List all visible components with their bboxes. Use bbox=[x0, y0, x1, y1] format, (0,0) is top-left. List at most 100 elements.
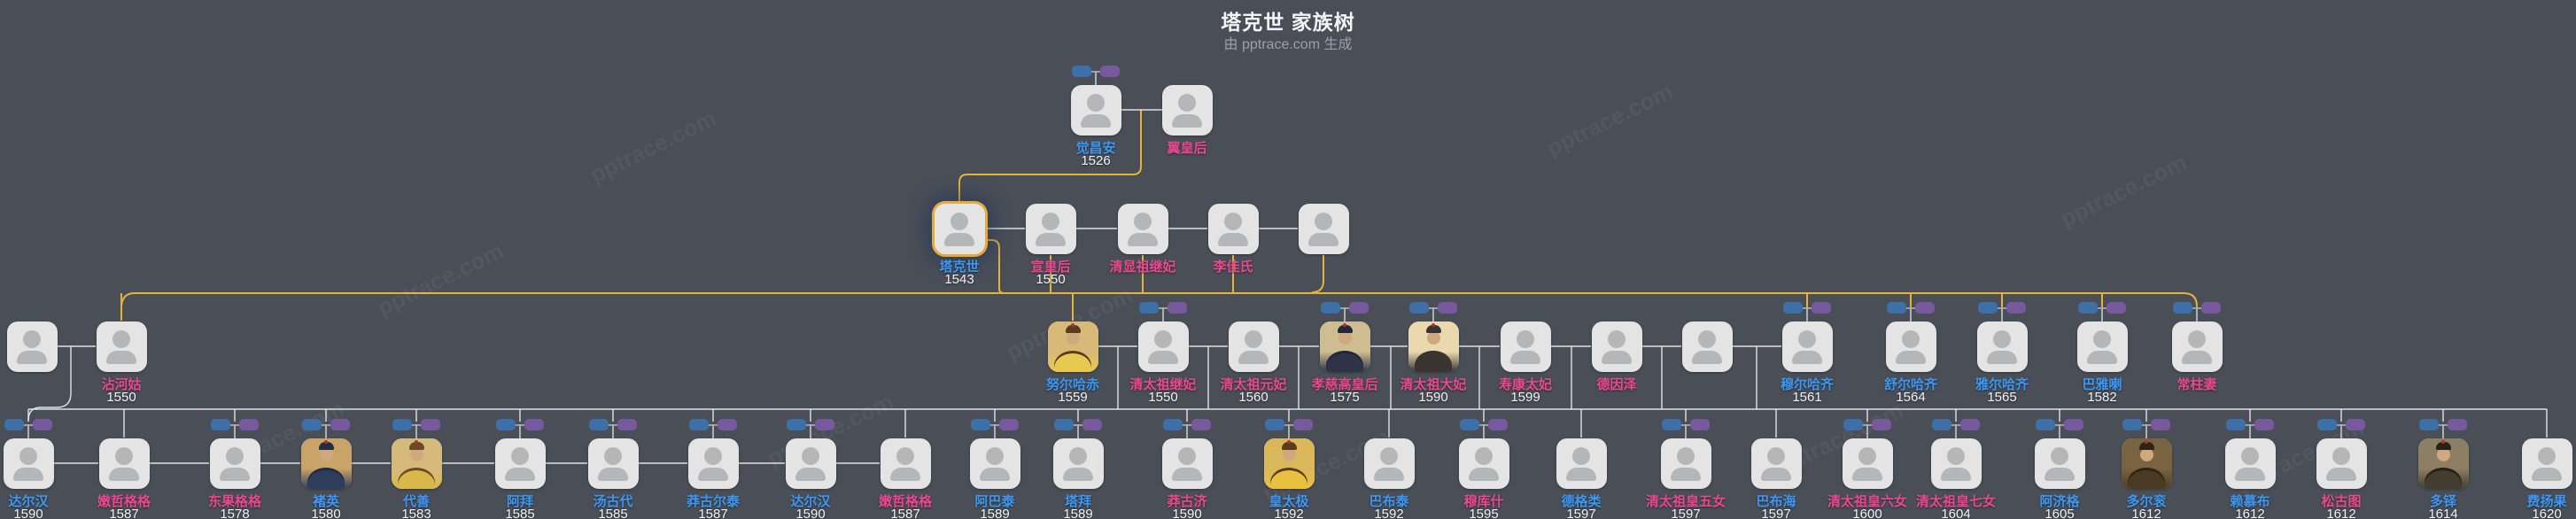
mother-pill-icon[interactable] bbox=[2006, 302, 2026, 314]
mother-pill-icon[interactable] bbox=[617, 419, 637, 430]
mother-pill-icon[interactable] bbox=[2201, 302, 2221, 314]
collapsed-parents-pills[interactable] bbox=[1843, 419, 1891, 438]
father-pill-icon[interactable] bbox=[2036, 419, 2055, 430]
collapsed-parents-pills[interactable] bbox=[1321, 302, 1369, 321]
person-card[interactable] bbox=[1161, 438, 1213, 489]
person-card[interactable] bbox=[98, 438, 150, 489]
mother-pill-icon[interactable] bbox=[2151, 419, 2170, 430]
person-card[interactable] bbox=[2034, 438, 2085, 489]
mother-pill-icon[interactable] bbox=[2448, 419, 2467, 430]
collapsed-parents-pills[interactable] bbox=[689, 419, 737, 438]
person-card[interactable] bbox=[1458, 438, 1509, 489]
collapsed-parents-pills[interactable] bbox=[1054, 419, 1102, 438]
person-card[interactable] bbox=[1228, 321, 1279, 372]
collapsed-parents-pills[interactable] bbox=[2419, 419, 2467, 438]
person-card[interactable] bbox=[1750, 438, 1802, 489]
father-pill-icon[interactable] bbox=[1139, 302, 1159, 314]
person-card[interactable] bbox=[1298, 204, 1349, 254]
father-pill-icon[interactable] bbox=[1843, 419, 1863, 430]
collapsed-parents-pills[interactable] bbox=[1978, 302, 2026, 321]
collapsed-parents-pills[interactable] bbox=[2173, 302, 2221, 321]
collapsed-parents-pills[interactable] bbox=[1783, 302, 1831, 321]
person-card[interactable] bbox=[3, 438, 54, 489]
father-pill-icon[interactable] bbox=[211, 419, 230, 430]
father-pill-icon[interactable] bbox=[496, 419, 516, 430]
father-pill-icon[interactable] bbox=[1978, 302, 1998, 314]
collapsed-parents-pills[interactable] bbox=[589, 419, 637, 438]
person-card[interactable] bbox=[2417, 438, 2469, 489]
mother-pill-icon[interactable] bbox=[1349, 302, 1369, 314]
father-pill-icon[interactable] bbox=[2173, 302, 2192, 314]
collapsed-parents-pills[interactable] bbox=[1409, 302, 1457, 321]
collapsed-parents-pills[interactable] bbox=[1265, 419, 1313, 438]
mother-pill-icon[interactable] bbox=[1488, 419, 1508, 430]
collapsed-parents-pills[interactable] bbox=[302, 419, 350, 438]
person-card[interactable] bbox=[1052, 438, 1104, 489]
person-card[interactable] bbox=[6, 321, 58, 372]
person-card[interactable] bbox=[1319, 321, 1370, 372]
mother-pill-icon[interactable] bbox=[239, 419, 259, 430]
person-card[interactable] bbox=[2121, 438, 2172, 489]
mother-pill-icon[interactable] bbox=[1191, 419, 1211, 430]
person-card[interactable] bbox=[1070, 85, 1121, 136]
person-card[interactable] bbox=[1976, 321, 2028, 372]
collapsed-parents-pills[interactable] bbox=[392, 419, 440, 438]
collapsed-parents-pills[interactable] bbox=[1072, 66, 1120, 85]
collapsed-parents-pills[interactable] bbox=[787, 419, 834, 438]
collapsed-parents-pills[interactable] bbox=[1163, 419, 1211, 438]
person-card[interactable] bbox=[96, 321, 147, 372]
collapsed-parents-pills[interactable] bbox=[2226, 419, 2274, 438]
father-pill-icon[interactable] bbox=[1783, 302, 1803, 314]
collapsed-parents-pills[interactable] bbox=[496, 419, 544, 438]
person-card[interactable] bbox=[1047, 321, 1098, 372]
mother-pill-icon[interactable] bbox=[421, 419, 440, 430]
mother-pill-icon[interactable] bbox=[330, 419, 350, 430]
person-card[interactable] bbox=[969, 438, 1020, 489]
mother-pill-icon[interactable] bbox=[1168, 302, 1187, 314]
mother-pill-icon[interactable] bbox=[1100, 66, 1120, 77]
father-pill-icon[interactable] bbox=[2317, 419, 2337, 430]
person-card[interactable] bbox=[1161, 85, 1213, 136]
mother-pill-icon[interactable] bbox=[2346, 419, 2365, 430]
collapsed-parents-pills[interactable] bbox=[971, 419, 1019, 438]
person-card[interactable] bbox=[1842, 438, 1893, 489]
mother-pill-icon[interactable] bbox=[1872, 419, 1891, 430]
father-pill-icon[interactable] bbox=[4, 419, 24, 430]
person-card[interactable] bbox=[587, 438, 639, 489]
person-card[interactable] bbox=[300, 438, 352, 489]
mother-pill-icon[interactable] bbox=[1293, 419, 1313, 430]
collapsed-parents-pills[interactable] bbox=[4, 419, 52, 438]
person-card[interactable] bbox=[1781, 321, 1833, 372]
person-card[interactable] bbox=[1556, 438, 1607, 489]
person-card[interactable] bbox=[1660, 438, 1711, 489]
person-card[interactable] bbox=[1500, 321, 1551, 372]
mother-pill-icon[interactable] bbox=[1690, 419, 1710, 430]
person-card[interactable] bbox=[2171, 321, 2223, 372]
father-pill-icon[interactable] bbox=[589, 419, 609, 430]
mother-pill-icon[interactable] bbox=[524, 419, 544, 430]
mother-pill-icon[interactable] bbox=[1438, 302, 1457, 314]
father-pill-icon[interactable] bbox=[1163, 419, 1183, 430]
person-card[interactable] bbox=[1025, 204, 1076, 254]
father-pill-icon[interactable] bbox=[2226, 419, 2246, 430]
father-pill-icon[interactable] bbox=[1072, 66, 1091, 77]
person-card[interactable] bbox=[785, 438, 836, 489]
father-pill-icon[interactable] bbox=[2122, 419, 2142, 430]
father-pill-icon[interactable] bbox=[392, 419, 412, 430]
father-pill-icon[interactable] bbox=[1409, 302, 1429, 314]
mother-pill-icon[interactable] bbox=[2107, 302, 2126, 314]
father-pill-icon[interactable] bbox=[971, 419, 990, 430]
person-card[interactable] bbox=[2076, 321, 2128, 372]
collapsed-parents-pills[interactable] bbox=[1139, 302, 1187, 321]
person-card[interactable] bbox=[1363, 438, 1415, 489]
person-card[interactable] bbox=[494, 438, 546, 489]
person-card[interactable] bbox=[880, 438, 931, 489]
father-pill-icon[interactable] bbox=[1321, 302, 1340, 314]
collapsed-parents-pills[interactable] bbox=[2036, 419, 2083, 438]
father-pill-icon[interactable] bbox=[302, 419, 322, 430]
father-pill-icon[interactable] bbox=[1265, 419, 1284, 430]
collapsed-parents-pills[interactable] bbox=[1662, 419, 1710, 438]
person-card[interactable] bbox=[687, 438, 739, 489]
father-pill-icon[interactable] bbox=[689, 419, 709, 430]
person-card[interactable] bbox=[2521, 438, 2572, 489]
